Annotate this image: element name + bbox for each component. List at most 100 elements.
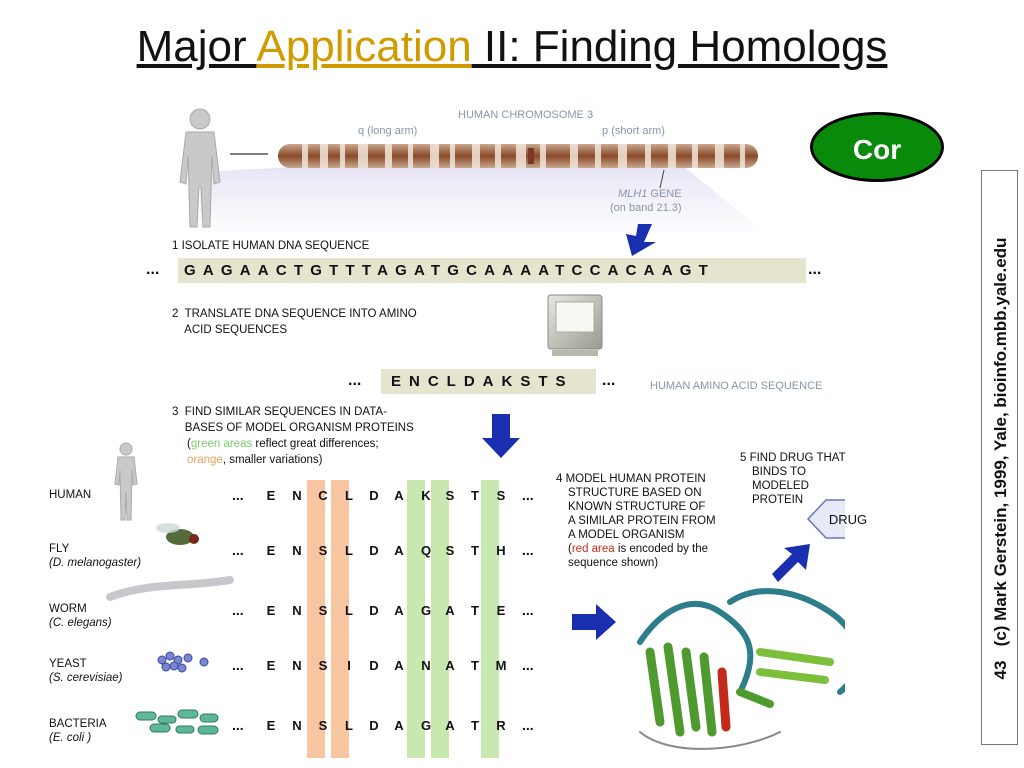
arrow-right (572, 604, 616, 640)
residue: A (394, 658, 404, 673)
step4-line-red: (red area is encoded by the (568, 543, 709, 555)
step3-line2: BASES OF MODEL ORGANISM PROTEINS (172, 422, 414, 434)
residue: A (394, 488, 404, 503)
figure-graphics (106, 108, 845, 750)
step5-text: 5 FIND DRUG THAT BINDS TO MODELED PROTEI… (740, 451, 846, 507)
aa-ellipsis-right: ... (602, 372, 616, 389)
dna-ellipsis-right: ... (808, 261, 822, 278)
residue: D (369, 718, 379, 733)
residue: L (345, 488, 353, 503)
organism-name: BACTERIA (49, 718, 107, 730)
chromosome-icon (278, 144, 758, 168)
step3-line3-rest: reflect great differences; (252, 438, 379, 450)
organism-species: (D. melanogaster) (49, 557, 142, 569)
row-ellipsis-left: ... (232, 487, 244, 503)
residue: N (292, 603, 302, 618)
residue: E (266, 543, 276, 558)
aa-ellipsis-left: ... (348, 372, 362, 389)
residue: C (318, 488, 328, 503)
residue: L (345, 718, 353, 733)
residue: I (347, 658, 351, 673)
step3-line1: 3 FIND SIMILAR SEQUENCES IN DATA- (172, 406, 387, 418)
step4-line: A SIMILAR PROTEIN FROM (568, 515, 716, 527)
residue: A (445, 718, 455, 733)
residue: M (495, 658, 507, 673)
residue: E (266, 603, 276, 618)
step3-line4: orange, smaller variations) (187, 453, 323, 467)
step2-line1: 2 TRANSLATE DNA SEQUENCE INTO AMINO (172, 308, 417, 320)
page-title: Major Application II: Finding Homologs (0, 22, 1024, 72)
residue: N (292, 488, 302, 503)
residue: A (394, 603, 404, 618)
step4-line: sequence shown) (568, 557, 659, 569)
residue: S (318, 718, 328, 733)
gene-word: GENE (647, 188, 682, 200)
title-part-rest: II: Finding Homologs (471, 22, 888, 71)
worm-icon (106, 576, 234, 601)
step4-line: 4 MODEL HUMAN PROTEIN (556, 473, 706, 485)
residue: T (471, 488, 479, 503)
yeast-icon (157, 651, 209, 673)
aa-sequence-label: HUMAN AMINO ACID SEQUENCE (650, 380, 823, 392)
column-orange-1 (307, 480, 325, 758)
residue: R (496, 718, 506, 733)
residue: T (471, 718, 479, 733)
credit-text: (c) Mark Gerstein, 1999, Yale, bioinfo.m… (991, 237, 1010, 647)
fly-icon (156, 523, 199, 545)
arrow-down-1 (626, 224, 656, 256)
residue: D (369, 543, 379, 558)
residue: S (318, 603, 328, 618)
residue: E (496, 603, 506, 618)
bacteria-icon (135, 709, 219, 735)
residue: G (420, 603, 432, 618)
step5-line: MODELED (752, 480, 809, 492)
step3-green-text: green areas (190, 438, 253, 450)
step5-line: 5 FIND DRUG THAT (740, 452, 846, 464)
step2-line2: ACID SEQUENCES (172, 324, 288, 336)
residue: T (471, 658, 479, 673)
dna-ellipsis-left: ... (146, 261, 160, 278)
residue: N (421, 658, 431, 673)
residue: L (345, 603, 353, 618)
page-number: 43 (991, 660, 1010, 680)
residue: S (445, 488, 455, 503)
drug-label: DRUG (828, 512, 868, 527)
q-arm-label: q (long arm) (358, 125, 418, 137)
column-orange-2 (331, 480, 349, 758)
residue: N (292, 543, 302, 558)
side-caption-text: 43 (c) Mark Gerstein, 1999, Yale, bioinf… (982, 171, 1019, 746)
residue: S (318, 543, 328, 558)
residue: T (471, 543, 479, 558)
row-ellipsis-left: ... (232, 602, 244, 618)
residue: S (445, 543, 455, 558)
row-ellipsis-right: ... (522, 717, 534, 733)
computer-icon (547, 294, 603, 356)
organism-species: (S. cerevisiae) (49, 672, 123, 684)
organism-name: WORM (49, 603, 87, 615)
title-part-application: Application (256, 22, 472, 71)
row-ellipsis-right: ... (522, 602, 534, 618)
projection-triangle (200, 147, 770, 237)
organism-name: HUMAN (49, 489, 92, 501)
homolog-figure: HUMAN CHROMOSOME 3 q (long arm) p (short… (40, 92, 845, 758)
step5-line: PROTEIN (752, 494, 804, 506)
row-ellipsis-right: ... (522, 657, 534, 673)
step4-red-tail: is encoded by the (614, 543, 709, 555)
organism-species: (C. elegans) (49, 617, 112, 629)
aa-sequence: ENCLDAKSTS (381, 369, 596, 394)
protein-structure-icon (637, 588, 845, 750)
gene-name: MLH1 (618, 188, 648, 200)
row-ellipsis-right: ... (522, 542, 534, 558)
residue: Q (420, 543, 432, 558)
step4-line: STRUCTURE BASED ON (568, 487, 702, 499)
residue: D (369, 488, 379, 503)
residue: K (421, 488, 431, 503)
step4-line: KNOWN STRUCTURE OF (568, 501, 706, 513)
residue: N (292, 658, 302, 673)
drug-hexagon-icon (806, 499, 845, 539)
cor-badge[interactable]: Cor (810, 112, 944, 182)
chromosome-title: HUMAN CHROMOSOME 3 (458, 109, 594, 121)
gene-band-label: (on band 21.3) (610, 202, 682, 214)
residue: T (471, 603, 479, 618)
organism-species: (E. coli ) (49, 732, 92, 744)
